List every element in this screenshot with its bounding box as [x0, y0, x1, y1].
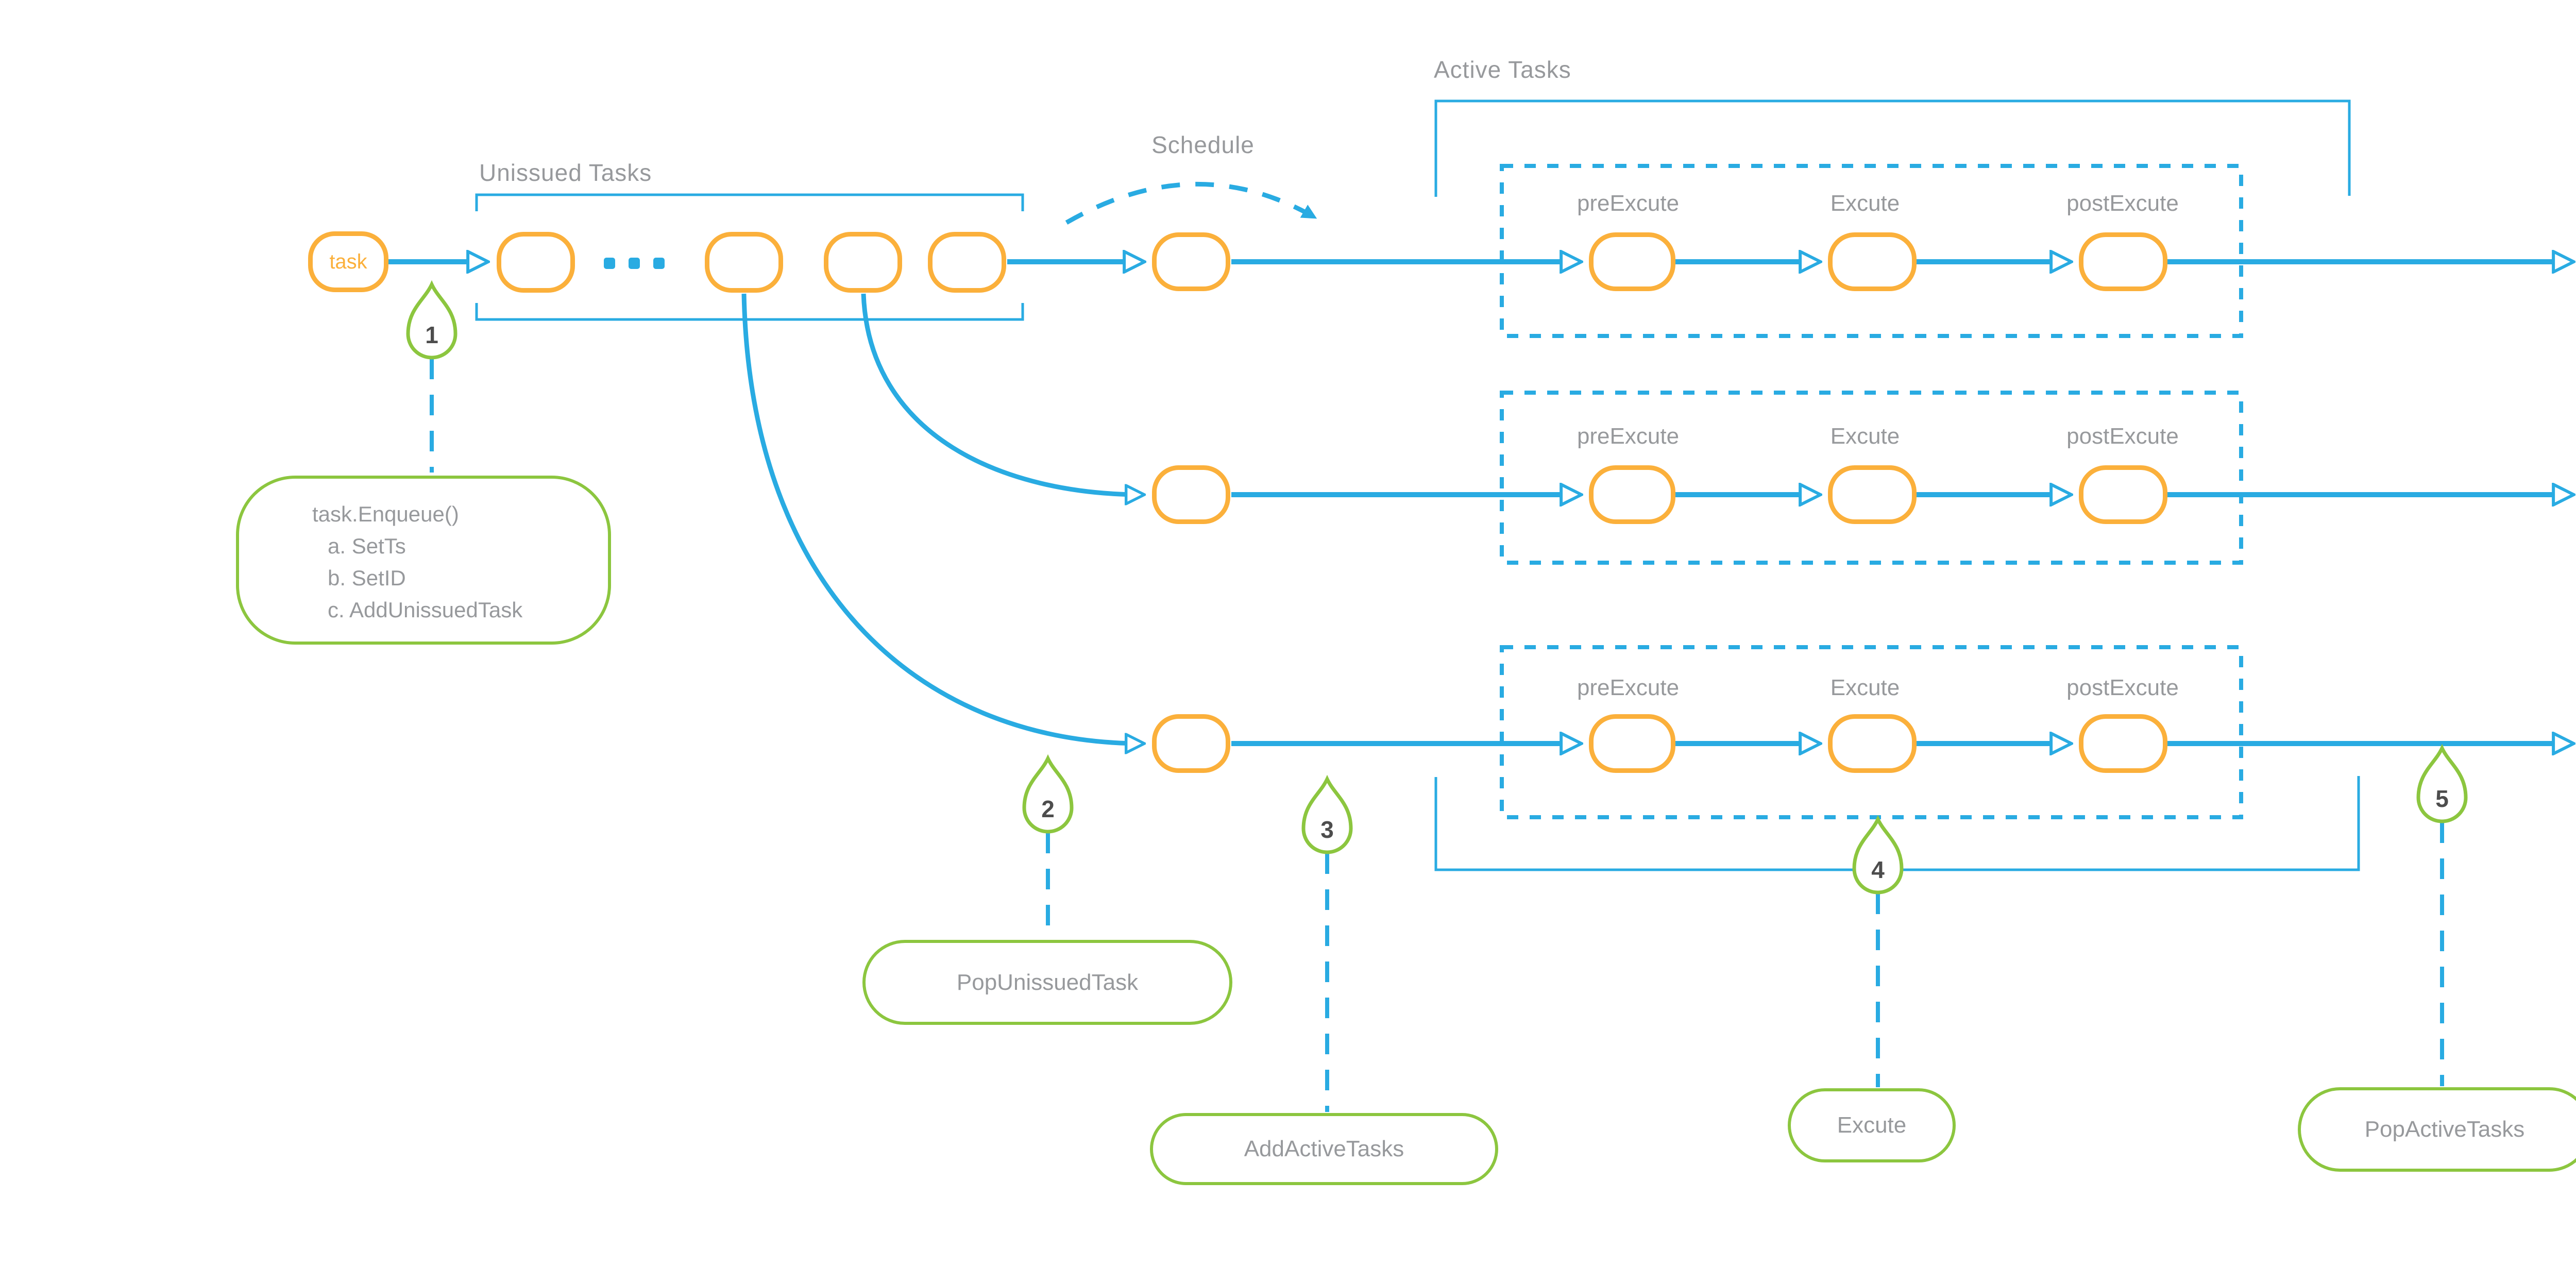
- row1-postexcute-label: postExcute: [2066, 191, 2179, 216]
- callout-task-enqueue-line2: a. SetTs: [328, 534, 406, 558]
- teardrop-marker-5: [2416, 744, 2468, 823]
- teardrop-marker-4: [1852, 815, 1904, 895]
- active-tasks-bracket-top: [1434, 99, 2351, 197]
- marker-1-number: 1: [425, 322, 438, 348]
- curve-queue-to-row2: [861, 293, 1143, 495]
- row1-excute-label: Excute: [1830, 191, 1900, 216]
- marker-4-number: 4: [1871, 856, 1885, 883]
- ellipsis-dot: [604, 258, 615, 269]
- ellipsis-dot: [629, 258, 640, 269]
- row1-excute-node: [1828, 232, 1917, 291]
- schedule-dashed-arrow: [1065, 182, 1317, 225]
- row3-excute-node: [1828, 714, 1917, 773]
- schedule-label: Schedule: [1151, 131, 1255, 158]
- row2-excute-label: Excute: [1830, 424, 1900, 449]
- row3-postexcute-node: [2079, 714, 2167, 773]
- row2-excute-node: [1828, 465, 1917, 524]
- queue-node-1: [497, 232, 575, 293]
- queue-ellipsis-dots: [604, 258, 665, 269]
- row3-postexcute-label: postExcute: [2066, 675, 2179, 700]
- task-node-label: task: [329, 250, 367, 273]
- worker-box-row3: [1500, 645, 2243, 819]
- row3-excute-label: Excute: [1830, 675, 1900, 700]
- row2-start-node: [1152, 465, 1230, 524]
- marker-2-number: 2: [1041, 796, 1055, 822]
- row3-preexcute-node: [1589, 714, 1675, 773]
- callout-task-enqueue-line1: task.Enqueue(): [312, 502, 459, 526]
- callout-task-enqueue: task.Enqueue() a. SetTs b. SetID c. AddU…: [236, 476, 611, 645]
- ellipsis-dot: [653, 258, 665, 269]
- queue-node-2: [705, 232, 783, 293]
- row2-postexcute-node: [2079, 465, 2167, 524]
- callout-popunissuedtask: PopUnissuedTask: [862, 940, 1232, 1025]
- row1-preexcute-label: preExcute: [1577, 191, 1680, 216]
- callout-excute: Excute: [1788, 1088, 1956, 1162]
- worker-box-row2: [1500, 391, 2243, 565]
- curve-queue-to-row3: [741, 293, 1143, 744]
- unissued-queue-bracket-top: [475, 193, 1024, 211]
- active-tasks-label: Active Tasks: [1434, 56, 1571, 83]
- row1-preexcute-node: [1589, 232, 1675, 291]
- row1-postexcute-node: [2079, 232, 2167, 291]
- callout-task-enqueue-line4: c. AddUnissuedTask: [328, 598, 523, 622]
- row2-preexcute-label: preExcute: [1577, 424, 1680, 449]
- row3-preexcute-label: preExcute: [1577, 675, 1680, 700]
- row1-start-node: [1152, 232, 1230, 291]
- task-node: task: [308, 231, 388, 292]
- worker-box-row1: [1500, 164, 2243, 338]
- teardrop-marker-1: [406, 280, 457, 360]
- unissued-queue-bracket-bottom: [475, 303, 1024, 321]
- unissued-tasks-label: Unissued Tasks: [479, 159, 652, 186]
- row2-preexcute-node: [1589, 465, 1675, 524]
- teardrop-marker-2: [1022, 754, 1074, 834]
- row2-postexcute-label: postExcute: [2066, 424, 2179, 449]
- callout-task-enqueue-line3: b. SetID: [328, 566, 406, 590]
- marker-3-number: 3: [1320, 816, 1334, 843]
- callout-popactivetasks: PopActiveTasks: [2298, 1087, 2576, 1172]
- teardrop-marker-3: [1301, 774, 1353, 854]
- marker-5-number: 5: [2435, 785, 2449, 812]
- callout-addactivetasks: AddActiveTasks: [1150, 1113, 1498, 1185]
- queue-node-4: [928, 232, 1006, 293]
- queue-node-3: [824, 232, 902, 293]
- row3-start-node: [1152, 714, 1230, 773]
